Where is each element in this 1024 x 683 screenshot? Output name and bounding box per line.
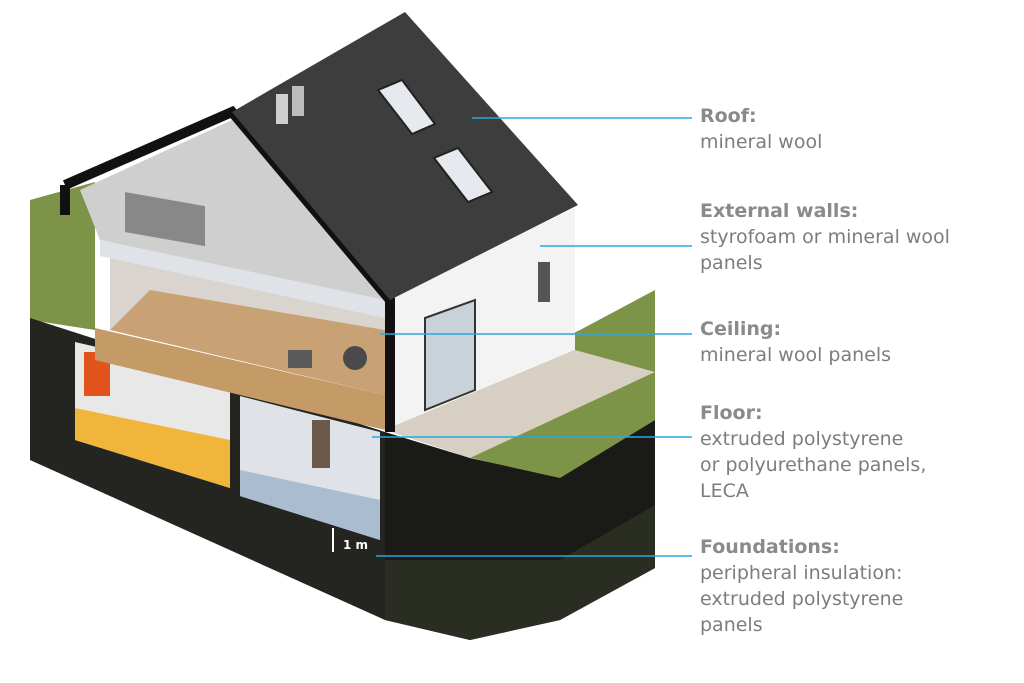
skylight-2 [432, 146, 494, 204]
ground-floor-slab [95, 328, 385, 430]
callout-roof-title: Roof: [700, 105, 757, 127]
callout-ceiling-title: Ceiling: [700, 318, 782, 340]
callout-foundations-desc: peripheral insulation: extruded polystyr… [700, 562, 904, 636]
basement-left-floor [75, 408, 230, 488]
skylight-1 [376, 78, 437, 136]
chimney-2 [292, 86, 304, 116]
armchair [288, 350, 312, 368]
callout-ceiling: Ceiling: mineral wool panels [700, 316, 891, 368]
basement-right-floor [240, 470, 380, 540]
side-window-large [424, 298, 476, 412]
callout-floor-desc: extruded polystyrene or polyurethane pan… [700, 428, 927, 502]
bed [125, 192, 205, 247]
dimension-label: 1 m [343, 538, 369, 552]
callout-floor-title: Floor: [700, 402, 763, 424]
upper-floor-interior [80, 120, 385, 300]
side-window-small [538, 262, 550, 302]
upper-floor-slab [100, 240, 385, 318]
roof [232, 12, 578, 300]
grass-back-left [30, 182, 95, 330]
terrace [385, 350, 655, 458]
callout-external-walls: External walls: styrofoam or mineral woo… [700, 198, 950, 276]
callout-foundations: Foundations: peripheral insulation: extr… [700, 534, 903, 638]
leader-lines [372, 117, 692, 557]
callout-floor: Floor: extruded polystyrene or polyureth… [700, 400, 926, 504]
table [343, 346, 367, 370]
callout-roof-desc: mineral wool [700, 131, 823, 153]
chimney-1 [276, 94, 288, 124]
callout-walls-desc: styrofoam or mineral wool panels [700, 226, 950, 274]
ground-floor-wood [110, 290, 385, 395]
callout-roof: Roof: mineral wool [700, 103, 822, 155]
callout-walls-title: External walls: [700, 200, 859, 222]
callout-ceiling-desc: mineral wool panels [700, 344, 892, 366]
ground-strata [385, 505, 655, 640]
callout-foundations-title: Foundations: [700, 536, 840, 558]
basement-door [312, 420, 330, 468]
